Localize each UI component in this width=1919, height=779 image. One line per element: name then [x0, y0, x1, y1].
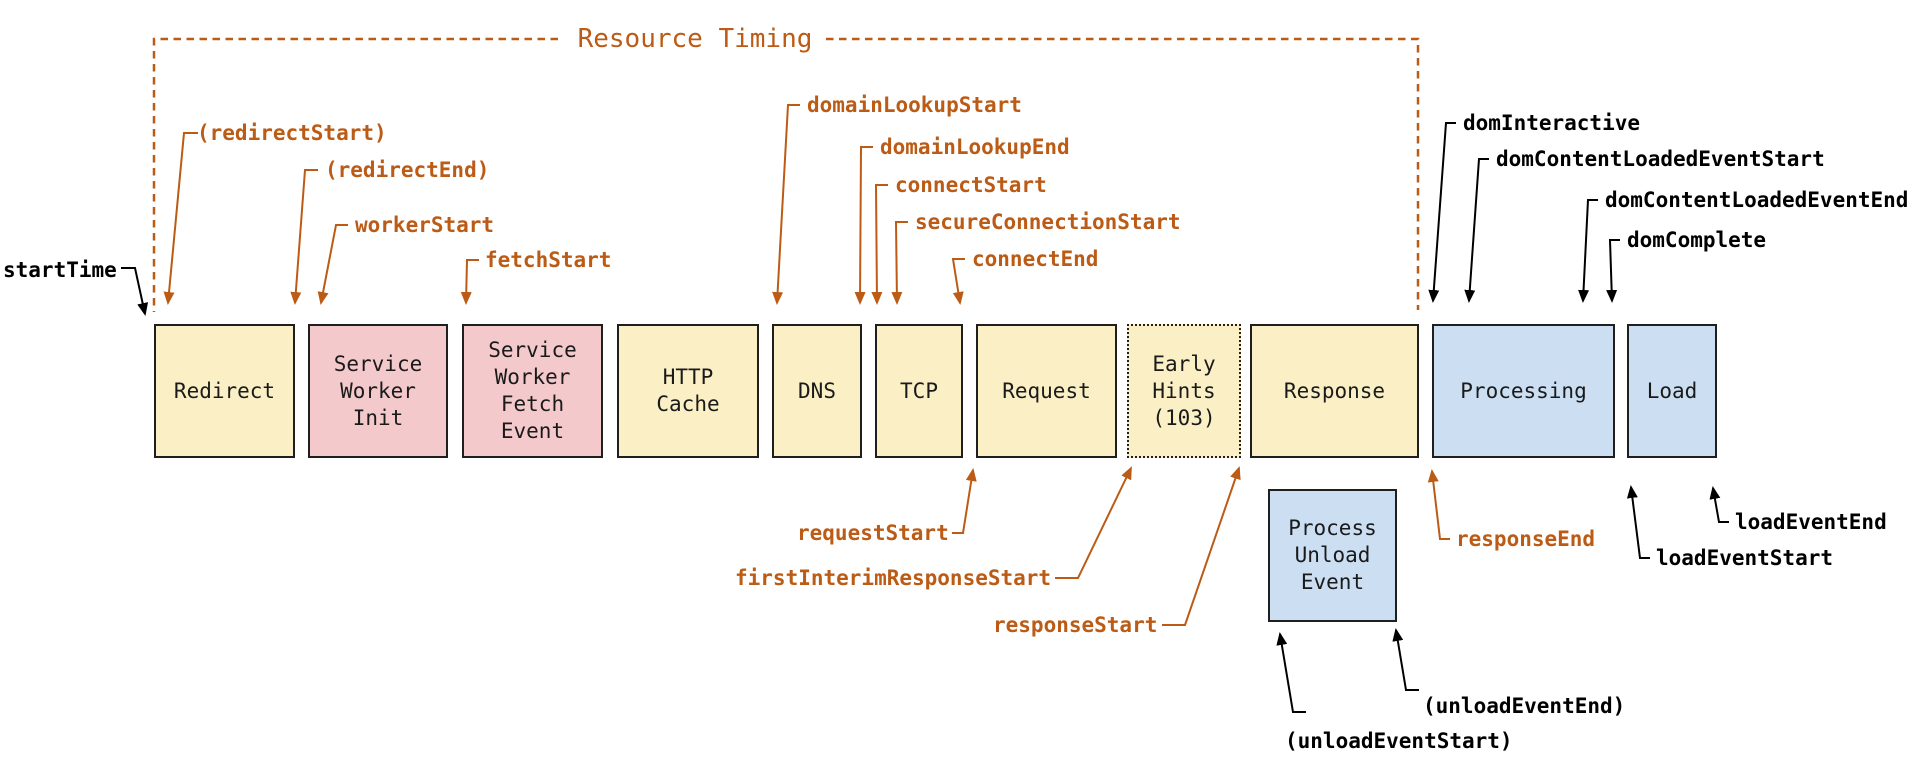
- arrow-request-start: [952, 468, 977, 534]
- arrow-load-event-end: [1709, 486, 1729, 523]
- label-connect-end: connectEnd: [972, 247, 1099, 271]
- arrow-load-event-start: [1626, 485, 1650, 559]
- label-dom-interactive: domInteractive: [1463, 111, 1641, 135]
- box-processing: Processing: [1432, 324, 1615, 458]
- label-dom-content-loaded-event-end: domContentLoadedEventEnd: [1605, 188, 1909, 212]
- arrow-dom-content-loaded-event-end: [1578, 199, 1598, 303]
- arrow-first-interim-response-start: [1055, 466, 1132, 579]
- label-secure-connection-start: secureConnectionStart: [915, 210, 1181, 234]
- label-load-event-start: loadEventStart: [1656, 546, 1834, 570]
- label-load-event-end: loadEventEnd: [1735, 510, 1887, 534]
- resource-timing-bracket-left: [152, 37, 558, 312]
- box-early-hints: Early Hints (103): [1127, 324, 1241, 458]
- label-domain-lookup-end: domainLookupEnd: [880, 135, 1070, 159]
- box-load: Load: [1627, 324, 1717, 458]
- label-request-start: requestStart: [797, 521, 949, 545]
- box-process-unload-event: Process Unload Event: [1268, 489, 1397, 622]
- arrow-dom-complete: [1606, 239, 1620, 303]
- arrow-worker-start: [317, 224, 348, 305]
- arrow-redirect-end: [290, 169, 318, 305]
- resource-timing-title: Resource Timing: [577, 24, 813, 54]
- label-dom-complete: domComplete: [1627, 228, 1767, 252]
- label-redirect-start: (redirectStart): [197, 121, 387, 145]
- arrow-response-end: [1427, 469, 1450, 540]
- label-start-time: startTime: [3, 258, 117, 282]
- label-worker-start: workerStart: [355, 213, 495, 237]
- label-response-end: responseEnd: [1456, 527, 1596, 551]
- box-tcp: TCP: [875, 324, 963, 458]
- label-unload-event-end: (unloadEventEnd): [1423, 694, 1626, 718]
- arrow-dom-interactive: [1428, 122, 1456, 303]
- box-request: Request: [976, 324, 1117, 458]
- label-response-start: responseStart: [993, 613, 1158, 637]
- label-redirect-end: (redirectEnd): [325, 158, 490, 182]
- box-service-worker-init: Service Worker Init: [308, 324, 448, 458]
- arrow-start-time: [121, 267, 149, 316]
- arrow-unload-event-start: [1276, 632, 1306, 713]
- arrow-response-start: [1162, 466, 1241, 626]
- label-connect-start: connectStart: [895, 173, 1047, 197]
- box-dns: DNS: [772, 324, 862, 458]
- arrow-dom-content-loaded-event-start: [1464, 158, 1489, 303]
- box-service-worker-fetch-event: Service Worker Fetch Event: [462, 324, 603, 458]
- box-http-cache: HTTP Cache: [617, 324, 759, 458]
- label-dom-content-loaded-event-start: domContentLoadedEventStart: [1496, 147, 1825, 171]
- label-domain-lookup-start: domainLookupStart: [807, 93, 1022, 117]
- arrow-connect-end: [951, 258, 965, 305]
- box-redirect: Redirect: [154, 324, 295, 458]
- arrow-connect-start: [871, 184, 888, 305]
- label-fetch-start: fetchStart: [485, 248, 612, 272]
- label-first-interim-response-start: firstInterimResponseStart: [735, 566, 1052, 590]
- resource-timing-bracket-right: [826, 37, 1420, 310]
- box-response: Response: [1250, 324, 1419, 458]
- arrow-unload-event-end: [1392, 628, 1419, 691]
- arrow-domain-lookup-start: [772, 104, 800, 305]
- arrow-secure-connection-start: [891, 221, 908, 305]
- arrow-domain-lookup-end: [854, 146, 873, 305]
- arrow-fetch-start: [460, 259, 479, 305]
- label-unload-event-start: (unloadEventStart): [1285, 729, 1513, 753]
- arrow-redirect-start: [163, 132, 198, 305]
